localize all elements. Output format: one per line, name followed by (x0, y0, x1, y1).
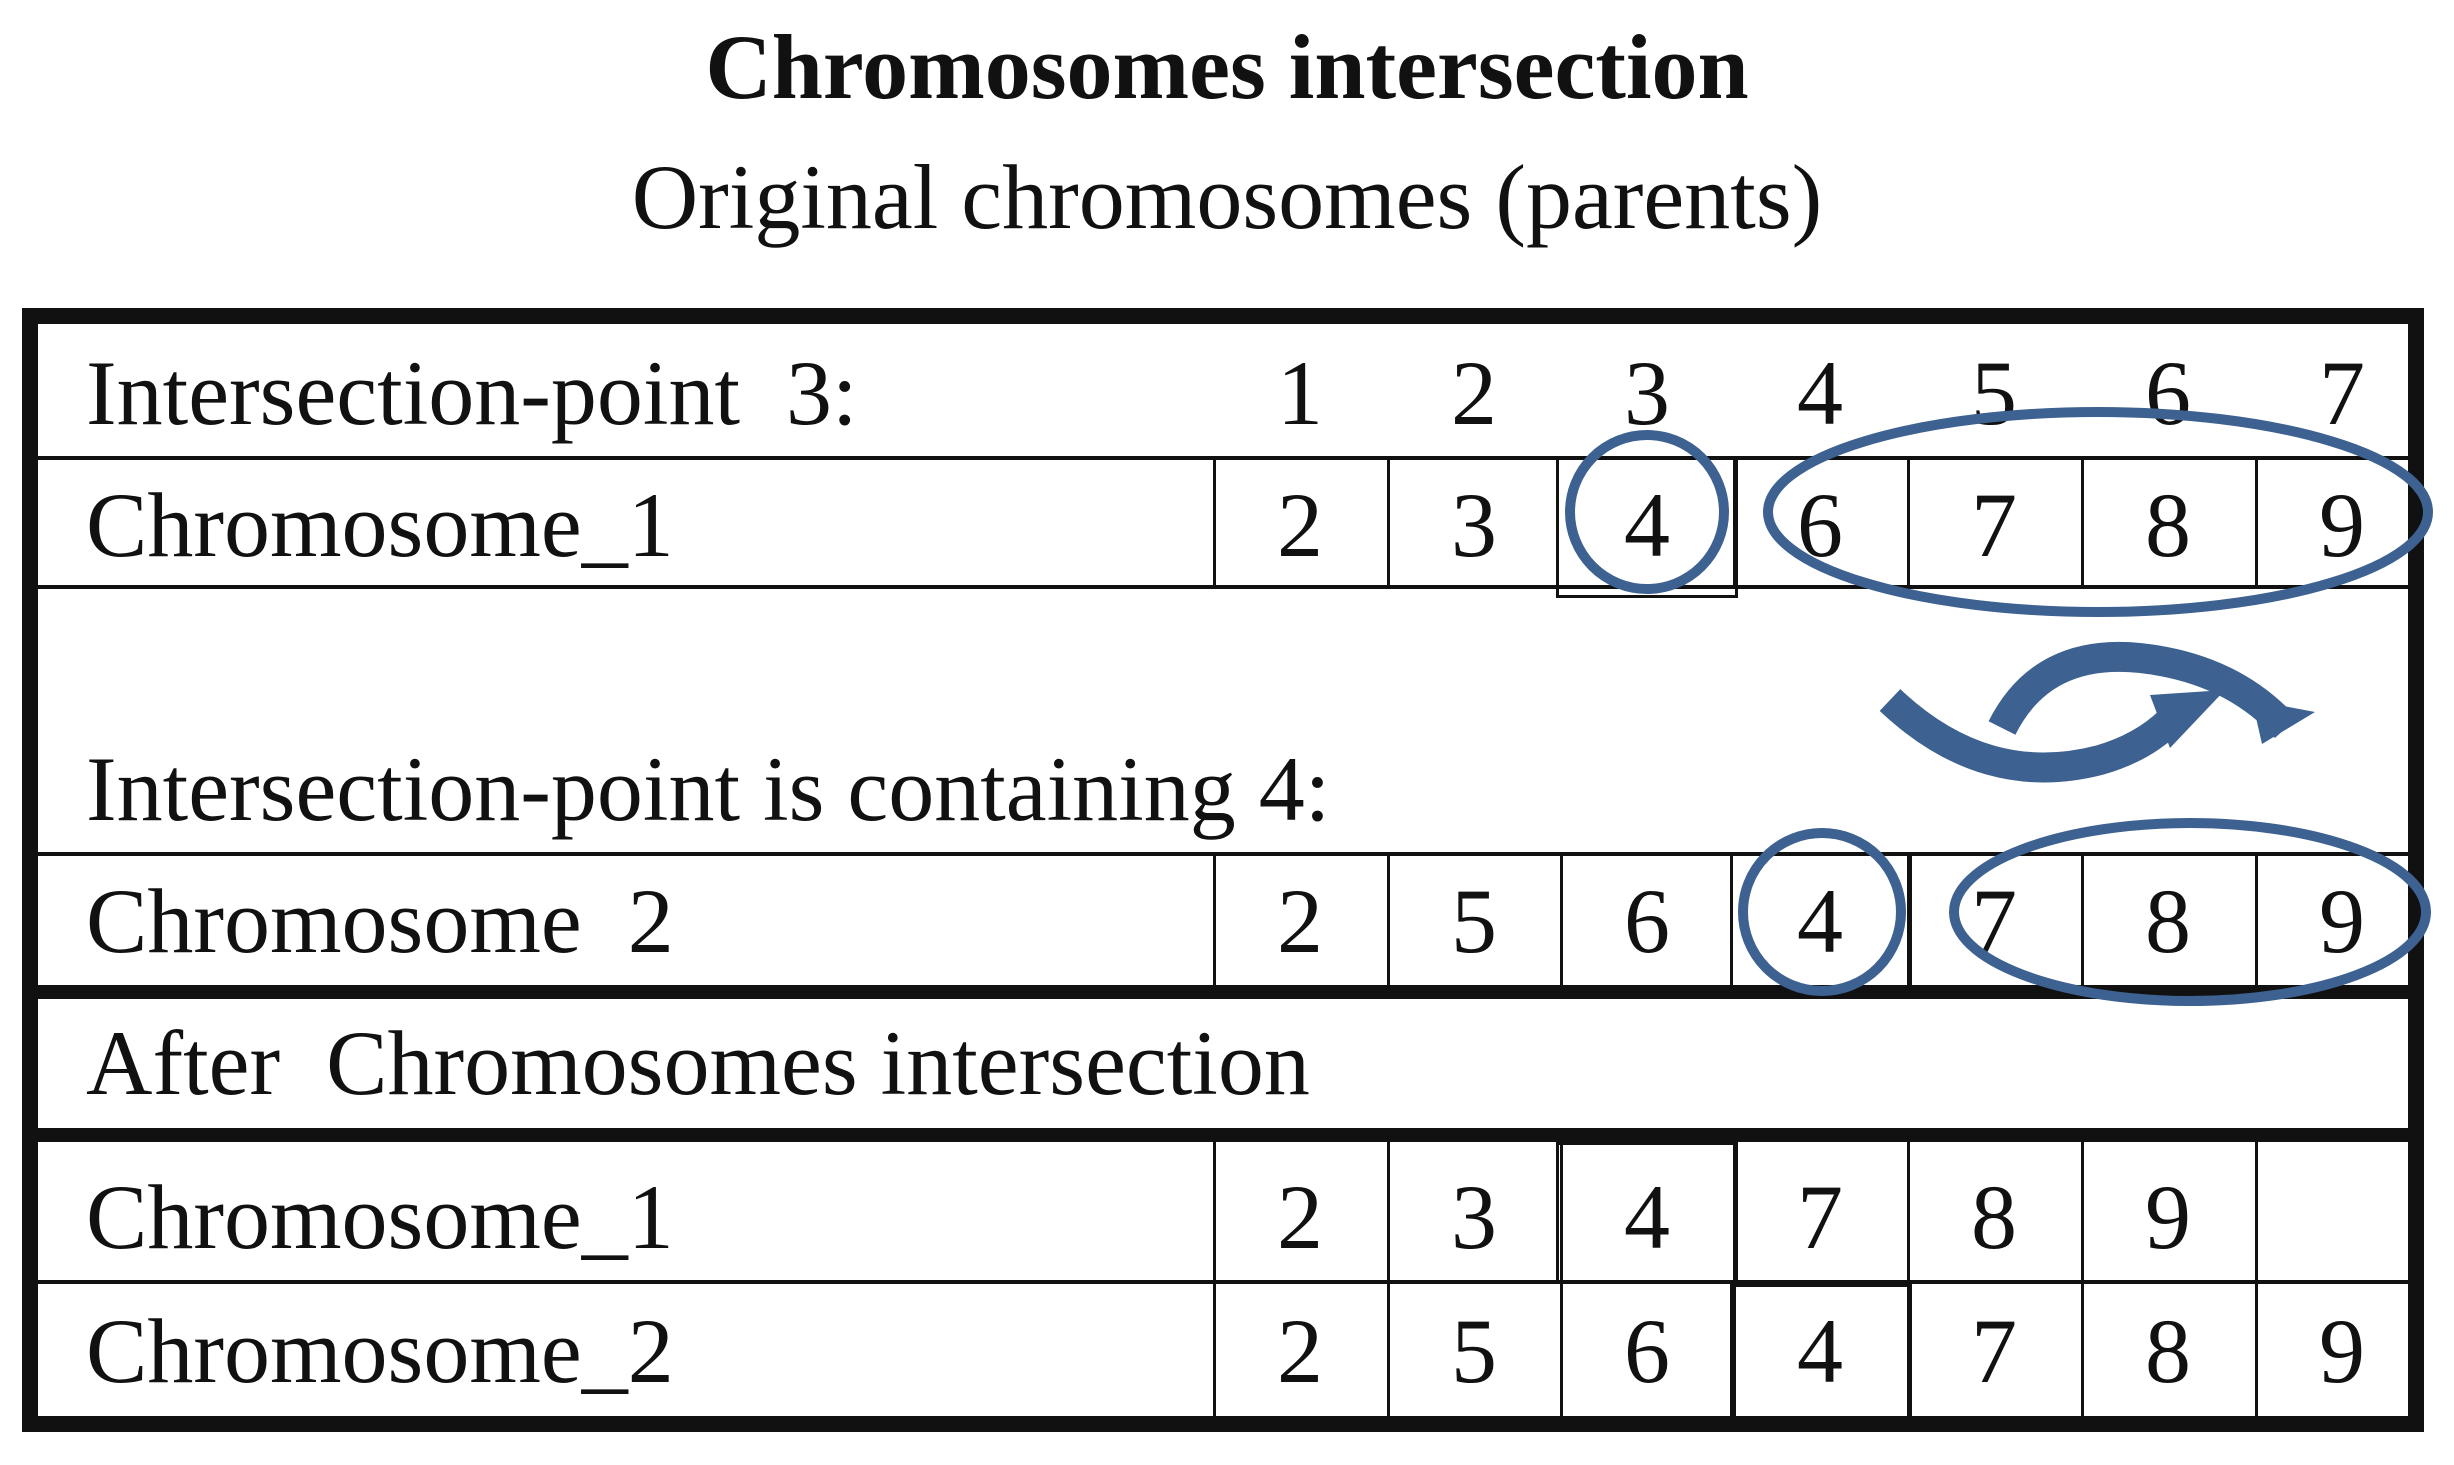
cell-double-border (1556, 1142, 1738, 1284)
swap-arrow-upper (1988, 641, 2298, 739)
intersection-circle-chrom2 (1738, 828, 1906, 996)
chrom2-after-gene: 4 (1797, 1300, 1843, 1402)
swap-arrow-head (2252, 700, 2315, 744)
rule-after-bottom (38, 1128, 2418, 1142)
chrom1-before-gene: 2 (1277, 474, 1323, 576)
header-cell: 5 (1971, 342, 2017, 444)
divider (1213, 456, 1216, 588)
after-heading: After Chromosomes intersection (86, 1012, 1310, 1114)
rule-chrom1-bottom (38, 585, 2418, 589)
divider (2255, 456, 2258, 588)
chrom2-after-gene: 2 (1277, 1300, 1323, 1402)
divider (1387, 852, 1390, 987)
divider (1907, 456, 1910, 588)
intersection-note: Intersection-point is containing 4: (86, 738, 1331, 840)
divider (1733, 456, 1736, 588)
chrom1-after-gene: 9 (2145, 1166, 2191, 1268)
rule-note-bottom (38, 852, 2418, 856)
chrom1-before-label: Chromosome_1 (86, 474, 674, 576)
divider (1213, 852, 1216, 987)
header-cell: 7 (2319, 342, 2365, 444)
chrom1-after-gene: 3 (1451, 1166, 1497, 1268)
diagram-title: Chromosomes intersection (705, 16, 1749, 118)
divider (2255, 852, 2258, 987)
chrom1-before-gene: 9 (2319, 474, 2365, 576)
cell-double-border (1730, 1284, 1912, 1420)
header-row-label: Intersection-point 3: (86, 342, 858, 444)
chrom2-after-gene: 8 (2145, 1300, 2191, 1402)
chrom2-after-label: Chromosome_2 (86, 1300, 674, 1402)
intersection-circle-chrom1 (1565, 430, 1729, 594)
outer-frame (22, 308, 2424, 1432)
chrom2-after-gene: 6 (1624, 1300, 1670, 1402)
chrom2-after-gene: 9 (2319, 1300, 2365, 1402)
divider (1213, 1142, 1216, 1420)
chrom2-before-gene: 5 (1451, 870, 1497, 972)
divider (1387, 1142, 1390, 1420)
chrom2-before-gene: 4 (1797, 870, 1843, 972)
divider (1907, 1142, 1910, 1420)
divider (1907, 852, 1910, 987)
divider (2081, 1142, 2084, 1420)
chrom1-after-gene: 7 (1797, 1166, 1843, 1268)
chrom2-before-gene: 2 (1277, 870, 1323, 972)
header-cell: 3 (1624, 342, 1670, 444)
diagram-subtitle: Original chromosomes (parents) (631, 146, 1823, 248)
header-cell: 1 (1277, 342, 1323, 444)
header-cell: 2 (1451, 342, 1497, 444)
chrom2-before-gene: 8 (2145, 870, 2191, 972)
chrom1-before-gene: 3 (1451, 474, 1497, 576)
chrom2-before-gene: 9 (2319, 870, 2365, 972)
swap-arrow-head (2150, 690, 2225, 748)
chrom1-after-gene: 8 (1971, 1166, 2017, 1268)
chrom1-before-gene: 8 (2145, 474, 2191, 576)
chrom2-after-gene: 7 (1971, 1300, 2017, 1402)
segment-ellipse-chrom1 (1763, 407, 2433, 617)
header-cell: 4 (1797, 342, 1843, 444)
swap-arrows-icon (1879, 641, 2298, 783)
chrom1-before-gene: 4 (1624, 474, 1670, 576)
chrom1-after-label: Chromosome_1 (86, 1166, 674, 1268)
header-cell: 6 (2145, 342, 2191, 444)
divider (1387, 456, 1390, 588)
cell-double-border (1556, 456, 1738, 598)
chrom1-after-gene: 4 (1624, 1166, 1670, 1268)
divider (2255, 1142, 2258, 1420)
divider (2081, 456, 2084, 588)
rule-header-bottom (38, 456, 2418, 460)
divider (2081, 852, 2084, 987)
divider (1560, 852, 1563, 987)
chrom1-after-gene: 2 (1277, 1166, 1323, 1268)
chrom1-before-gene: 7 (1971, 474, 2017, 576)
chrom2-after-gene: 5 (1451, 1300, 1497, 1402)
swap-arrow-lower (1879, 689, 2194, 783)
chrom2-before-gene: 6 (1624, 870, 1670, 972)
segment-ellipse-chrom2 (1949, 818, 2431, 1006)
rule-chrom1-after-bottom (38, 1280, 2418, 1284)
chrom2-before-label: Chromosome 2 (86, 870, 674, 972)
